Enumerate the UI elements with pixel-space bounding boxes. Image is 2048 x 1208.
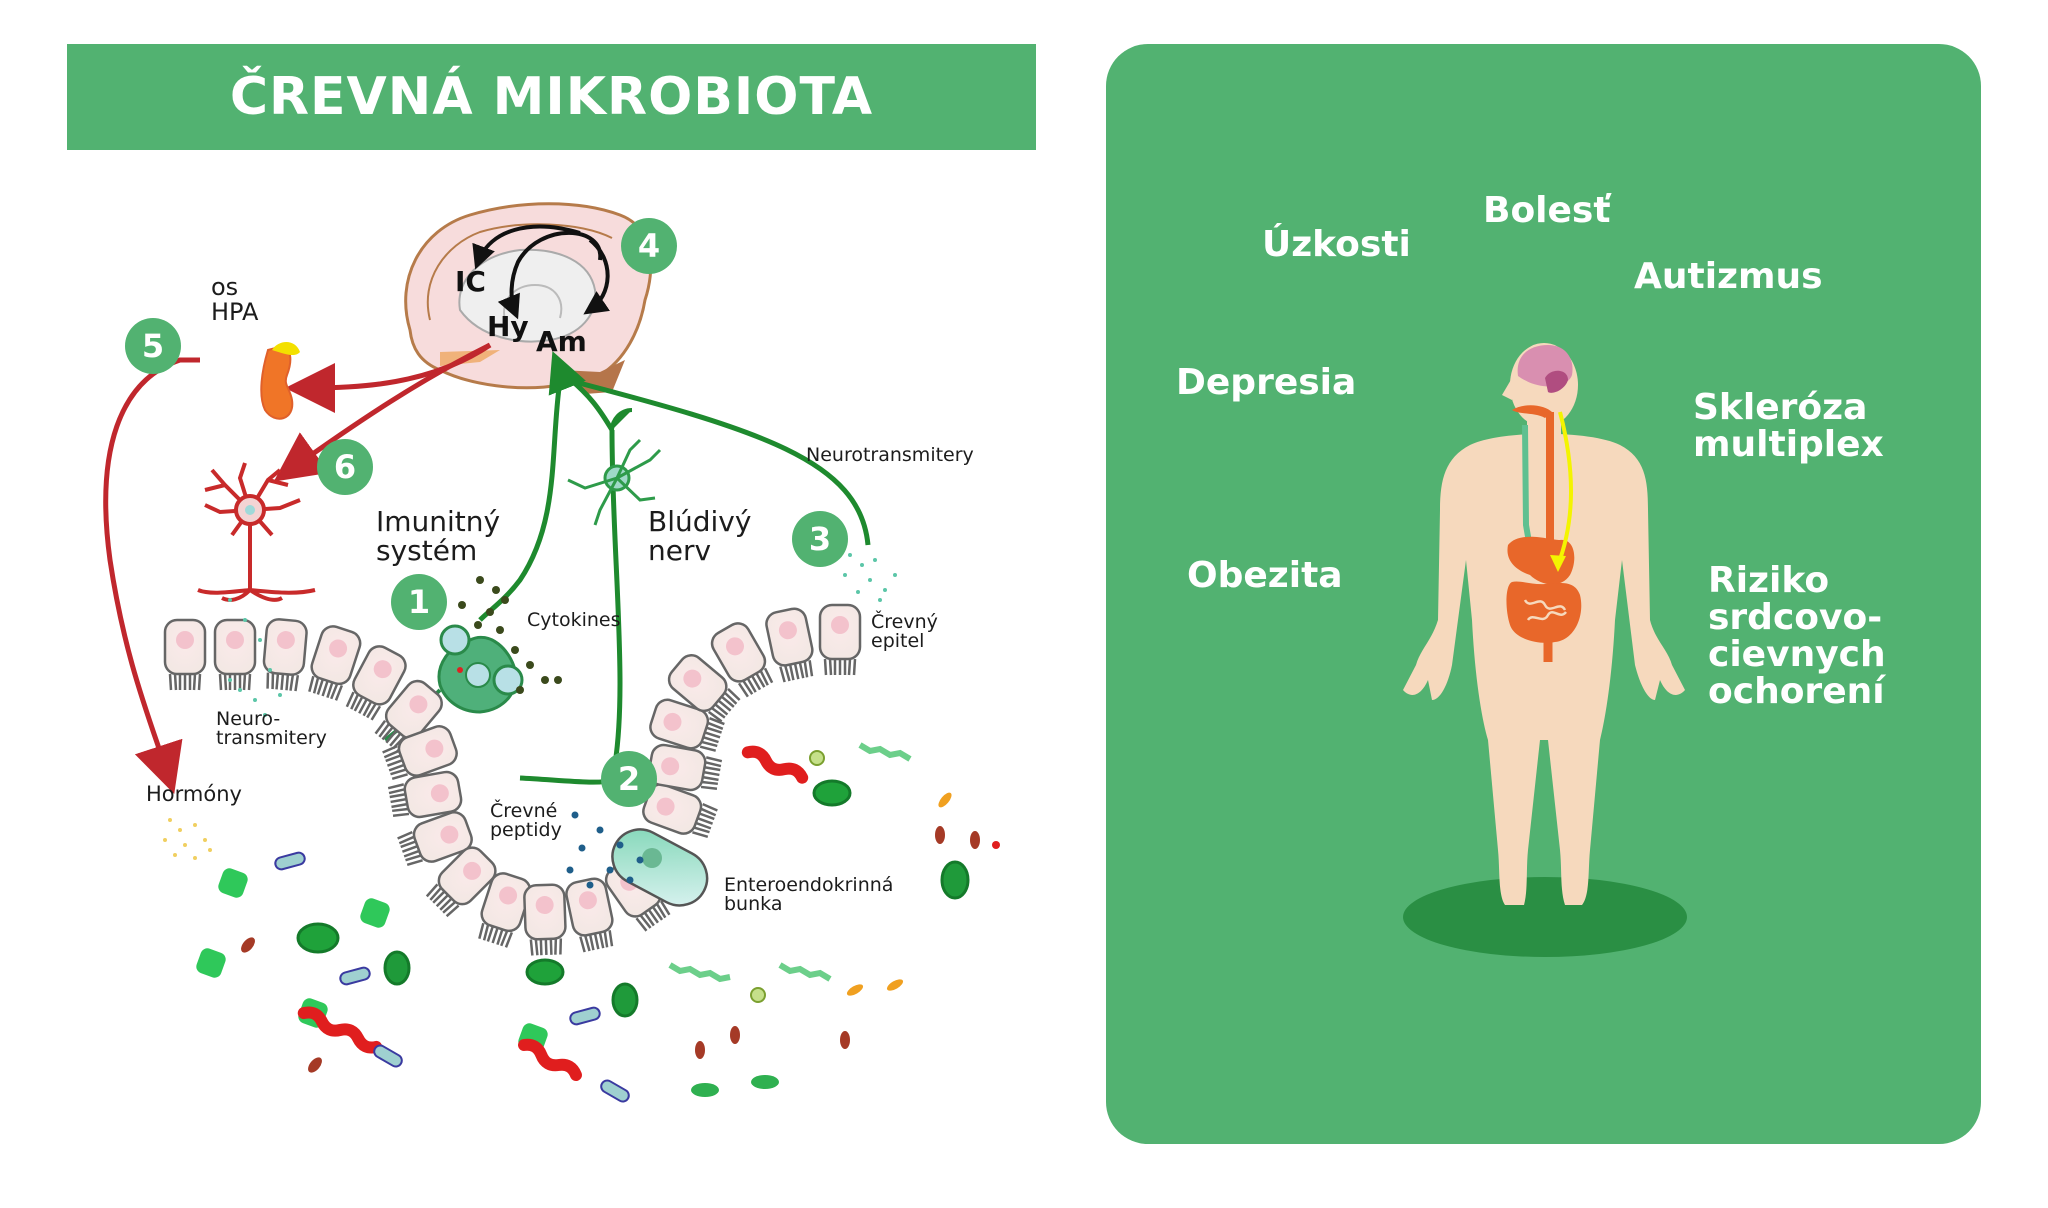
label-neurotransmitery-top: Neurotransmitery [806,444,974,466]
enteroendocrine-cell-icon [611,828,709,907]
human-figure-graphic [1403,343,1687,957]
step-badge-3: 3 [792,511,848,567]
label-os-hpa: os HPA [211,273,259,326]
brain-label-hy: Hy [487,310,529,343]
brain-icon [1517,345,1573,393]
label-bludivy-nerv: Blúdivý nerv [648,505,752,567]
brain-icon [404,202,653,394]
brain-label-am: Am [536,325,587,358]
digestive-tract-icon [1506,405,1582,662]
condition-depresia: Depresia [1176,362,1357,403]
step-badge-6: 6 [317,439,373,495]
label-cytokines: Cytokines [527,609,621,631]
label-hormony: Hormóny [146,782,242,806]
label-imunitny-system: Imunitný systém [376,505,501,567]
label-neurotransmitery-left: Neuro- transmitery [216,708,327,749]
title-banner: ČREVNÁ MIKROBIOTA [67,44,1036,150]
ground-shadow [1403,877,1687,957]
bacteria-icon [196,742,1000,1103]
neuron-icon [197,462,316,602]
step-badge-4: 4 [621,218,677,274]
brain-label-ic: IC [455,265,486,298]
label-crevny-epitel: Črevný epitel [871,611,938,652]
cytokine-dots [458,576,562,694]
condition-kardiovaskularne: Riziko srdcovo- cievnych ochorení [1708,560,1886,712]
vagus-neuron-icon [567,438,662,526]
diagram-graphics [103,202,1000,1103]
step-badge-1: 1 [391,574,447,630]
condition-skleroza-multiplex: Skleróza multiplex [1693,387,1884,465]
label-crevne-peptidy: Črevné peptidy [490,800,562,841]
step-badge-2: 2 [601,751,657,807]
label-enteroendokrinna-bunka: Enteroendokrinná bunka [724,874,894,915]
condition-bolest: Bolesť [1483,190,1611,231]
gut-brain-axis-diagram: IC Hy Am 1 2 3 4 5 6 os HPA Imunitný sys… [0,150,1080,1208]
conditions-panel: Úzkosti Bolesť Autizmus Depresia Skleróz… [1106,44,1981,1144]
page-title: ČREVNÁ MIKROBIOTA [229,67,874,127]
condition-uzkosti: Úzkosti [1262,224,1411,265]
condition-obezita: Obezita [1187,555,1343,596]
step-badge-5: 5 [125,318,181,374]
condition-autizmus: Autizmus [1634,256,1823,297]
adrenal-gland-icon [260,342,300,420]
